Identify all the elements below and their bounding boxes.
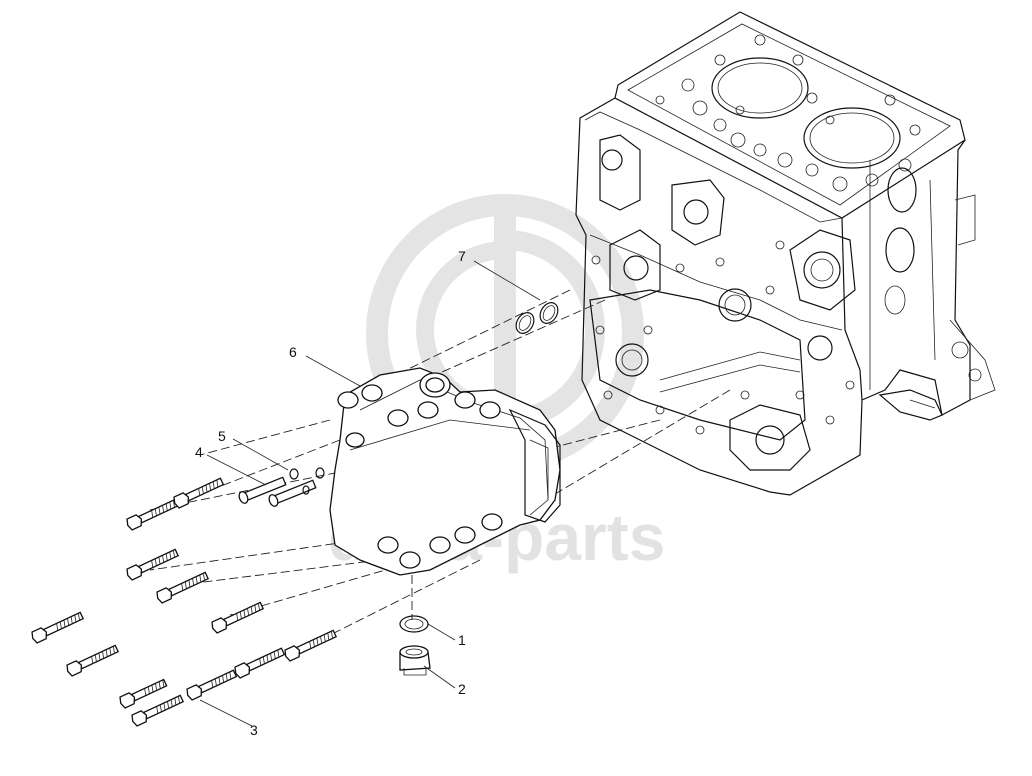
- bolt: [131, 694, 185, 727]
- bolt: [211, 601, 265, 634]
- bolt: [284, 629, 338, 662]
- o-rings: [515, 302, 559, 334]
- bolt: [119, 678, 168, 709]
- oil-cooler-cover: [329, 367, 561, 576]
- drain-plug: [399, 645, 431, 676]
- sealing-ring: [399, 615, 429, 633]
- bolt: [126, 548, 180, 581]
- bolt: [66, 644, 120, 677]
- callout-7: 7: [458, 248, 466, 264]
- studs: [238, 476, 317, 507]
- callout-4: 4: [195, 444, 203, 460]
- callout-5: 5: [218, 428, 226, 444]
- callout-3: 3: [250, 722, 258, 738]
- bolt: [173, 477, 225, 509]
- callout-labels: 7 6 5 4 1 2 3: [195, 248, 466, 738]
- small-rings: [289, 467, 325, 495]
- bolt: [156, 571, 210, 604]
- bolt: [31, 611, 85, 644]
- bolt: [186, 669, 238, 701]
- callout-1: 1: [458, 632, 466, 648]
- bolt: [126, 498, 180, 531]
- engine-block: [575, 11, 996, 496]
- leader-lines: [199, 260, 541, 727]
- callout-6: 6: [289, 344, 297, 360]
- bolt: [234, 647, 286, 679]
- bolts: [31, 477, 338, 727]
- callout-2: 2: [458, 681, 466, 697]
